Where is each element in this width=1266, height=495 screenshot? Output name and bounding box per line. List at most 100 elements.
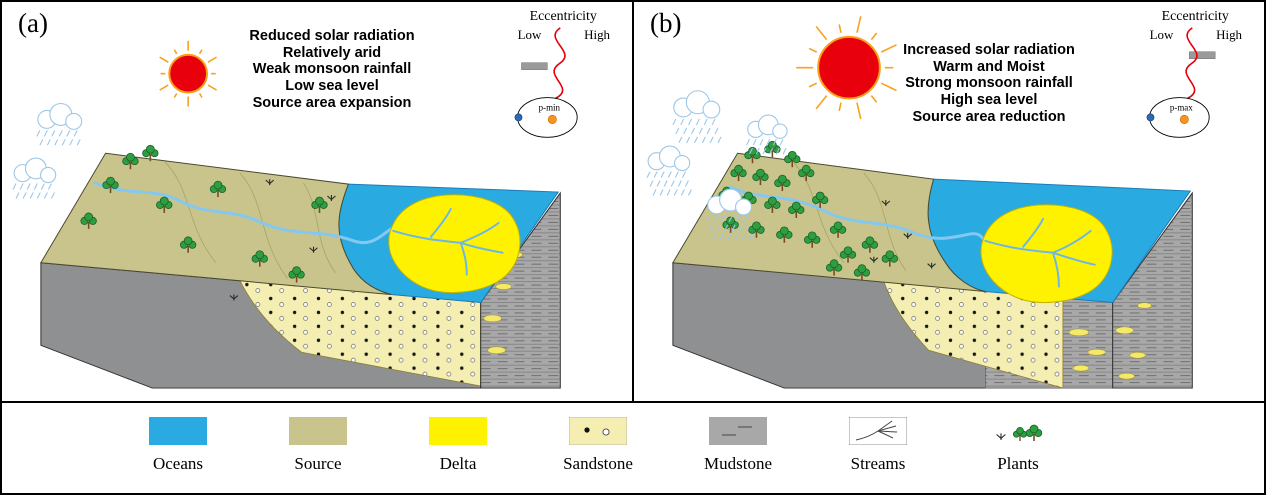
tree-icon (1012, 426, 1028, 441)
legend-item-sandstone: Sandstone (563, 417, 633, 474)
tree-icon (752, 168, 769, 186)
annotation-line: Weak monsoon rainfall (252, 61, 412, 78)
tree-icon (744, 146, 761, 164)
legend-item-streams: Streams (846, 417, 910, 474)
eccentricity-low-label: Low (1150, 27, 1174, 42)
tree-icon (825, 259, 843, 276)
river (93, 181, 393, 245)
tree-icon (788, 201, 805, 218)
orbit-label: p-max (1170, 102, 1193, 112)
tree-icon (288, 266, 305, 283)
tree-icon (764, 196, 781, 213)
sun-group (796, 16, 897, 120)
annotation-line: Warm and Moist (933, 58, 1045, 75)
panels-row: Eccentricity Low High p-min (a) Reduced … (2, 2, 1264, 403)
tree-icon (251, 250, 268, 267)
grass-icon (229, 294, 239, 301)
sandstone-apron (239, 280, 482, 387)
annotation-text-a: Reduced solar radiation Relatively arid … (207, 28, 457, 111)
tree-icon (209, 180, 227, 198)
eccentricity-curve (553, 27, 566, 100)
rain-cloud-icon (672, 90, 722, 144)
plants-grass (869, 200, 936, 269)
block-diagram-b: Eccentricity Low High p-max (646, 9, 1243, 389)
legend-swatch-source (289, 417, 347, 445)
tree-icon (804, 231, 821, 248)
tree-icon (142, 144, 159, 162)
tree-icon (80, 212, 97, 229)
sandstone-lenses (1068, 328, 1106, 372)
tree-icon (784, 150, 801, 168)
panel-label-a: (a) (18, 8, 48, 38)
block-diagram-a: Eccentricity Low High p-min (12, 9, 611, 389)
eccentricity-inset: Eccentricity Low High p-min (514, 9, 611, 138)
legend-item-oceans: Oceans (146, 417, 210, 474)
annotation-line: Relatively arid (282, 44, 382, 61)
panel-a: Eccentricity Low High p-min (a) Reduced … (2, 2, 632, 401)
tree-icon (102, 176, 119, 194)
eccentricity-low-label: Low (518, 27, 542, 42)
earth-icon (1146, 113, 1155, 122)
river (728, 185, 985, 241)
contour-lines (163, 160, 336, 279)
plants-trees (1012, 424, 1043, 441)
sun-dot-icon (547, 114, 557, 124)
grass-icon (869, 256, 879, 263)
legend-swatch-delta (429, 417, 487, 445)
plants-grass (996, 433, 1006, 440)
legend-swatch-streams (849, 417, 907, 445)
streams-icon (855, 420, 898, 441)
legend-label: Mudstone (704, 454, 772, 473)
annotation-line: Increased solar radiation (903, 42, 1075, 58)
plants-trees (718, 140, 898, 281)
legend-label: Oceans (152, 454, 204, 473)
legend-label: Delta (439, 454, 477, 473)
eccentricity-high-label: High (584, 27, 610, 42)
legend-swatch-mudstone (709, 417, 767, 445)
grass-icon (881, 200, 891, 206)
legend-swatch-oceans (149, 417, 207, 445)
tree-icon (730, 164, 747, 182)
legend-label: Plants (997, 454, 1039, 473)
tree-icon (811, 191, 829, 208)
sun-icon (796, 16, 897, 120)
delta-lobe (388, 194, 521, 294)
grass-icon (265, 179, 275, 186)
grass-icon (996, 433, 1006, 440)
tree-icon (798, 164, 815, 182)
legend-swatch-plants (989, 417, 1047, 445)
tree-icon (748, 221, 765, 238)
tree-icon (311, 196, 328, 213)
annotation-line: Source area reduction (912, 108, 1066, 125)
legend-label: Source (294, 454, 342, 473)
legend-item-source: Source (286, 417, 350, 474)
grass-icon (309, 246, 318, 253)
panel-b: Eccentricity Low High p-max (b) Increase… (632, 2, 1264, 401)
rain-clouds (646, 90, 788, 241)
earth-icon (514, 113, 523, 122)
rain-cloud-icon (706, 188, 754, 241)
eccentricity-high-label: High (1216, 27, 1242, 42)
grass-icon (927, 262, 936, 269)
rain-cloud-icon (746, 114, 788, 155)
tree-icon (1025, 424, 1043, 441)
tree-icon (156, 196, 173, 213)
annotation-line: Low sea level (285, 78, 379, 95)
eccentricity-marker (1189, 51, 1216, 59)
rain-cloud-icon (646, 145, 692, 196)
legend-item-mudstone: Mudstone (704, 417, 772, 474)
mudstone-strata (1112, 191, 1193, 389)
eccentricity-title: Eccentricity (1162, 9, 1229, 24)
plants-grass (229, 179, 336, 301)
legend-swatch-sandstone (569, 417, 627, 445)
annotation-line: Strong monsoon rainfall (905, 75, 1073, 92)
annotation-line: Source area expansion (252, 94, 412, 111)
tree-icon (839, 246, 857, 263)
legend-item-delta: Delta (426, 417, 490, 474)
tree-icon (861, 236, 879, 253)
eccentricity-inset: Eccentricity Low High p-max (1146, 9, 1243, 138)
tree-icon (722, 216, 739, 233)
rain-cloud-icon (36, 102, 83, 146)
grass-icon (903, 232, 913, 239)
